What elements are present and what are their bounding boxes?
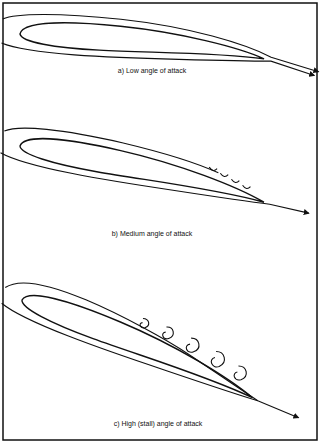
panel-caption: a) Low angle of attack [117, 67, 188, 74]
panel-caption: b) Medium angle of attack [111, 230, 194, 237]
airfoil-stall [0, 270, 312, 420]
panel-caption: c) High (stall) angle of attack [113, 420, 204, 427]
airfoil-low [1, 12, 320, 76]
frame [3, 3, 317, 440]
airfoil-medium [0, 121, 315, 215]
